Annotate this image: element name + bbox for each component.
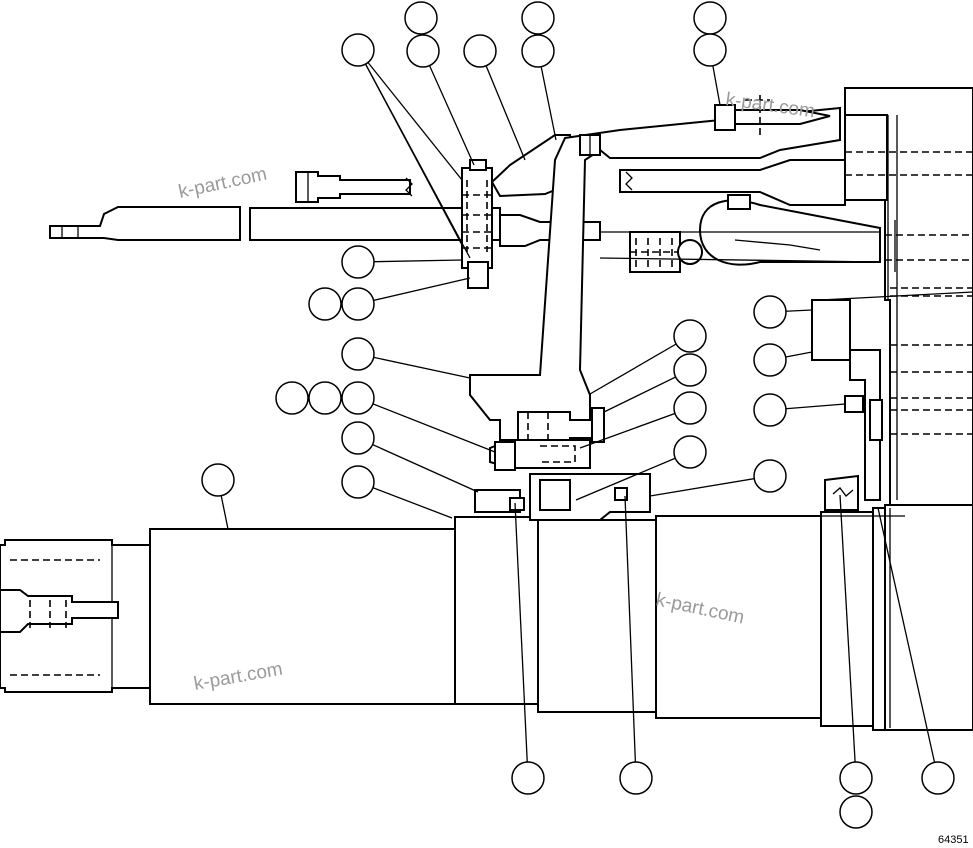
callout-bubble: [753, 343, 787, 377]
figure-number: 64351: [938, 834, 969, 846]
callout-bubble: [839, 761, 873, 795]
callout-bubble: [521, 34, 555, 68]
callout-bubble: [753, 295, 787, 329]
callout-bubble: [693, 33, 727, 67]
callout-bubble: [341, 287, 375, 321]
transmission-housing: [811, 87, 973, 506]
callout-bubble: [511, 761, 545, 795]
callout-bubble: [308, 287, 342, 321]
callout-bubble: [341, 337, 375, 371]
callout-bubble: [921, 761, 955, 795]
callout-bubble: [619, 761, 653, 795]
callout-bubble: [521, 1, 555, 35]
watermark-text: k-part.com: [177, 164, 269, 203]
callout-bubble: [406, 34, 440, 68]
callout-bubble: [341, 421, 375, 455]
leader-lines: [217, 49, 939, 779]
shift-linkage: [49, 95, 896, 441]
callout-bubble: [201, 463, 235, 497]
callout-bubble: [753, 459, 787, 493]
callout-bubble: [341, 245, 375, 279]
callout-bubble: [673, 353, 707, 387]
callout-bubble: [308, 381, 342, 415]
bearing-assembly: [474, 407, 859, 521]
callout-bubble: [753, 393, 787, 427]
callout-bubble: [275, 381, 309, 415]
callout-bubble: [673, 391, 707, 425]
callout-bubble: [839, 795, 873, 829]
callout-bubble: [673, 435, 707, 469]
callout-bubble: [404, 1, 438, 35]
callout-bubble: [341, 33, 375, 67]
callout-bubble: [693, 1, 727, 35]
callout-bubble: [463, 34, 497, 68]
callout-bubbles: [201, 1, 955, 829]
callout-bubble: [341, 465, 375, 499]
output-shaft: [0, 504, 973, 731]
callout-bubble: [673, 319, 707, 353]
callout-bubble: [341, 381, 375, 415]
